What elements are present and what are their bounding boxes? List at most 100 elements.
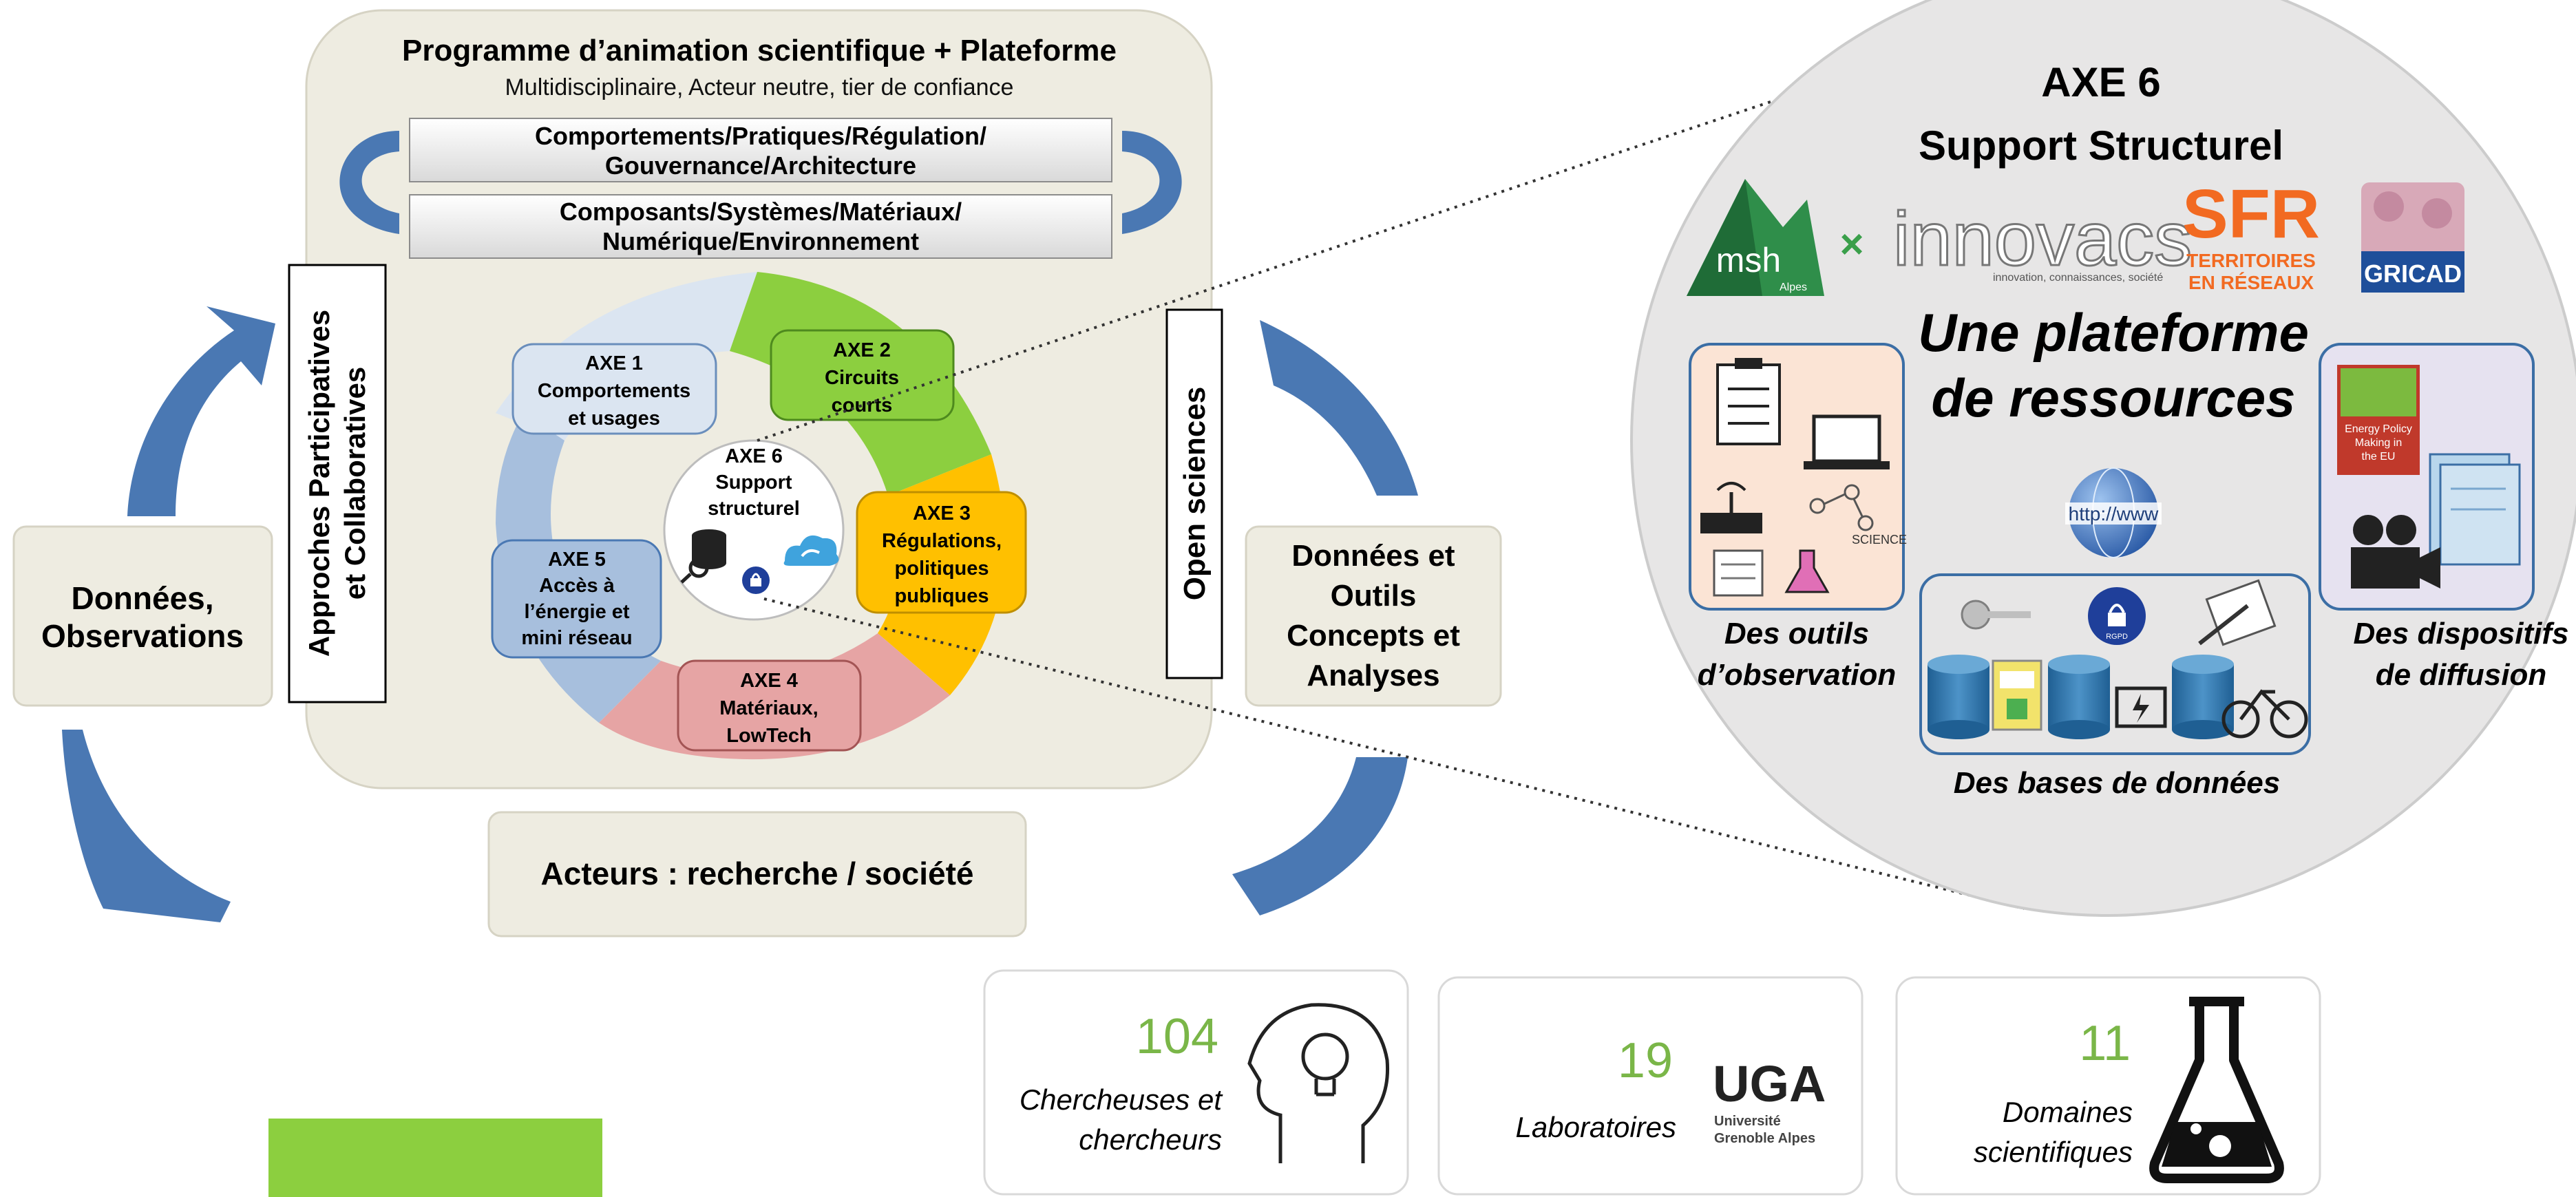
donnees-outils-line-1: Données et [1291,539,1455,573]
msh-logo: msh Alpes [1687,179,1824,296]
database-key-icon [680,529,726,584]
arrow-bottom-right [1232,757,1408,915]
observation-tools-panel: SCIENCE [1689,343,1907,611]
programme-title: Programme d’animation scientifique + Pla… [402,34,1117,67]
bar-2-line-1: Composants/Systèmes/Matériaux/ [560,198,962,226]
uga-logo: UGA Université Grenoble Alpes [1713,1055,1826,1146]
bar-1-line-2: Gouvernance/Architecture [605,151,916,180]
donnees-observations-line-2: Observations [41,618,244,654]
caption-diffusion-1: Des dispositifs [2354,617,2569,650]
programme-subtitle: Multidisciplinaire, Acteur neutre, tier … [505,74,1014,100]
axe4-line-3: LowTech [726,725,812,747]
arrow-bottom-left [62,730,231,922]
zoom-line-bottom [763,597,2025,910]
participatory-line-2: et Collaboratives [339,367,371,600]
svg-text:Université: Université [1714,1114,1781,1129]
axe3-box [856,491,1027,614]
axe2-line-1: AXE 2 [833,339,891,361]
key-icon [1961,600,2031,630]
axe3-line-3: politiques [895,558,989,580]
svg-text:innovation, connaissances, soc: innovation, connaissances, société [1993,272,2163,284]
flask-icon [1784,549,1830,593]
bar-1 [409,118,1112,182]
stat-researchers-label-2: chercheurs [1079,1123,1222,1156]
svg-text:Alpes: Alpes [1780,282,1807,293]
axe1-line-3: et usages [568,407,660,430]
axe5-box [491,539,662,659]
donnees-outils-line-4: Analyses [1307,659,1439,692]
caption-observation-2: d’observation [1698,658,1897,692]
erlenmeyer-flask-icon [2149,997,2284,1183]
axe6-line-2: Support [715,472,792,494]
database-icon-2 [2048,655,2110,739]
cloud-sync-icon [783,535,839,566]
box-acteurs: Acteurs : recherche / société [487,811,1027,938]
caption-diffusion-2: de diffusion [2376,658,2547,692]
bar-2-line-2: Numérique/Environnement [602,227,919,255]
axe5-line-4: mini réseau [521,627,632,649]
rgpd-badge-icon: RGPD [2088,587,2146,645]
stat-card-researchers: 104 Chercheuses et chercheurs [983,969,1409,1196]
bar-1-line-1: Comportements/Pratiques/Régulation/ [535,122,986,150]
axe6-panel: AXE 6 Support Structurel msh Alpes × inn… [1630,0,2576,917]
databases-panel: RGPD [1919,573,2311,755]
svg-text:msh: msh [1716,241,1781,279]
participatory-box: Approches Participatives et Collaborativ… [288,264,387,703]
cross-icon: × [1839,221,1864,267]
acteurs-label: Acteurs : recherche / société [541,856,974,891]
axe3-line-1: AXE 3 [913,502,971,525]
box-donnees-outils: Données et Outils Concepts et Analyses [1245,525,1502,707]
axe4-box [677,659,862,752]
open-sciences-box: Open sciences [1165,308,1223,679]
diffusion-panel: Energy Policy Making in the EU [2319,343,2535,611]
box-donnees-observations: Données, Observations [12,525,273,707]
svg-text:SFR: SFR [2182,176,2320,253]
zoom-line-top [757,50,1921,442]
axe2-line-2: Circuits [825,367,899,389]
right-cycle-bracket [1122,131,1182,234]
axe2-line-3: courts [832,394,893,416]
film-camera-icon [2351,515,2440,589]
axe1-line-1: AXE 1 [585,352,643,374]
innovacs-logo: innovacs innovation, connaissances, soci… [1892,196,2193,284]
svg-text:RGPD: RGPD [2106,633,2128,641]
arrow-top-left [127,306,275,516]
documents-stack-icon [2429,453,2521,566]
stat-card-domains: 11 Domaines scientifiques [1895,976,2321,1196]
rgpd-lock-icon [742,566,770,594]
svg-text:Making in: Making in [2355,437,2402,449]
left-cycle-bracket [339,131,399,234]
clipboard-icon [1716,358,1781,445]
cycle-arrows [62,306,1418,922]
axe5-line-3: l’énergie et [524,601,629,623]
plateforme-heading-1: Une plateforme [1918,302,2309,363]
bicycle-icon [2221,689,2308,739]
globe-icon: http://www [2065,467,2162,558]
stat-domains-label-1: Domaines [2003,1096,2133,1128]
smart-meter-icon [1992,659,2042,731]
molecule-icon [1809,484,1874,531]
open-sciences-label: Open sciences [1178,387,1212,601]
stat-domains-value: 11 [2079,1016,2131,1071]
head-lightbulb-icon [1247,1003,1390,1163]
book-icon: Energy Policy Making in the EU [2337,365,2420,475]
svg-text:UGA: UGA [1713,1055,1826,1112]
stat-researchers-value: 104 [1136,1009,1218,1064]
bar-2 [409,194,1112,259]
stat-labs-value: 19 [1618,1033,1673,1088]
svg-text:EN RÉSEAUX: EN RÉSEAUX [2188,272,2314,293]
caption-observation-1: Des outils [1724,617,1869,650]
donnees-observations-line-1: Données, [71,580,213,616]
axe1-line-2: Comportements [538,380,690,402]
stat-researchers-label-1: Chercheuses et [1020,1083,1223,1116]
stat-domains-label-2: scientifiques [1974,1136,2133,1168]
database-icon-1 [1928,655,1989,739]
router-icon [1700,482,1762,533]
axe4-line-2: Matériaux, [719,697,818,719]
database-icon-3 [2172,655,2234,739]
green-block [268,1119,602,1197]
stat-labs-label: Laboratoires [1516,1111,1676,1143]
sfr-logo: SFR TERRITOIRES EN RÉSEAUX [2182,176,2320,293]
plateforme-heading-2: de ressources [1932,368,2296,428]
svg-text:Grenoble Alpes: Grenoble Alpes [1714,1131,1815,1146]
